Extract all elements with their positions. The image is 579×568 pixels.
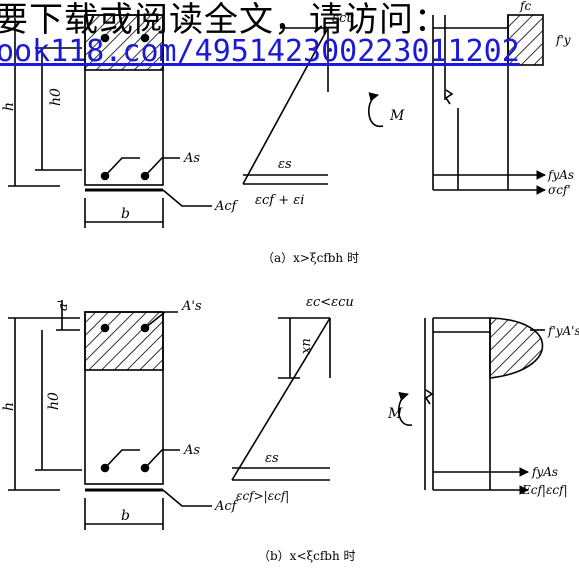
section-b: [8, 300, 545, 530]
label-b-h0: h0: [46, 392, 62, 410]
section-a-labels: h h0 As Acf b εcu εs εcf + εi fc f'y M f…: [1, 0, 574, 222]
label-a-fy-prime: f'y: [555, 33, 571, 47]
label-b-Acf: Acf: [214, 499, 239, 514]
label-b-xn: xn: [299, 338, 314, 354]
label-b-a-prime: a': [56, 300, 71, 311]
label-b-eps-bottom: εcf>|εcf|: [236, 489, 289, 503]
watermark-link[interactable]: ook118.com/495142300223011202: [0, 34, 520, 69]
label-a-M: M: [389, 108, 405, 124]
label-b-M: M: [387, 406, 403, 422]
label-b-As-prime: A's: [181, 299, 202, 314]
label-a-fyAs: fyAs: [547, 168, 574, 182]
label-b-fyAs-prime: f'yA's: [547, 324, 579, 338]
label-a-h0: h0: [48, 88, 64, 106]
label-b-eps-s: εs: [265, 451, 279, 466]
label-b-eps-top: εc<εcu: [306, 295, 354, 310]
label-b-As: As: [183, 443, 200, 458]
label-a-As: As: [183, 151, 200, 166]
label-b-h: h: [1, 402, 17, 411]
label-b-fyAs: fyAs: [531, 465, 558, 479]
watermark-line-1: 要下载或阅读全文，请访问：: [0, 0, 449, 40]
label-a-h: h: [1, 102, 17, 111]
label-b-b: b: [121, 508, 130, 524]
caption-a: （a）x>ξcfbh 时: [262, 251, 359, 265]
label-a-Acf: Acf: [214, 199, 239, 214]
label-a-eps-bottom: εcf + εi: [255, 193, 304, 208]
section-a: [8, 14, 546, 228]
section-b-labels: a' h h0 A's As Acf b εc<εcu xn εs εcf>|ε…: [1, 295, 579, 524]
label-a-eps-s: εs: [278, 157, 292, 172]
label-b-Ecf: Ecf|εcf|: [521, 483, 568, 497]
label-a-fc: fc: [519, 0, 531, 13]
label-a-sigma-cf: σcf': [548, 183, 571, 197]
label-a-b: b: [121, 206, 130, 222]
label-a-eps-cu: εcu: [332, 11, 355, 26]
caption-b: （b）x<ξcfbh 时: [258, 549, 356, 563]
